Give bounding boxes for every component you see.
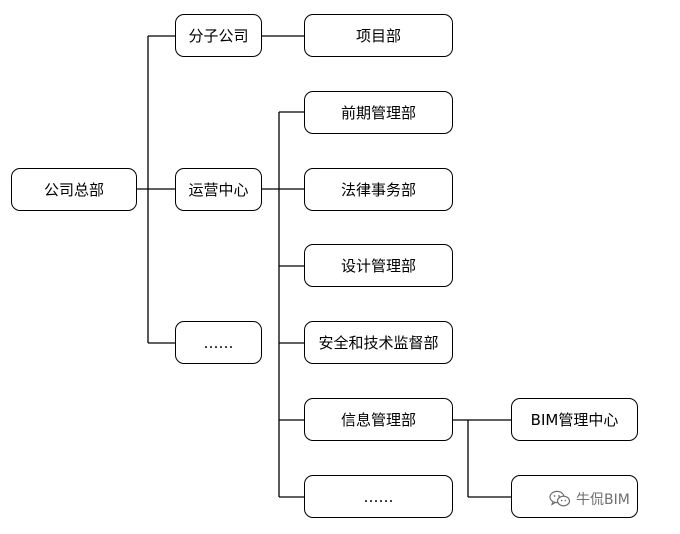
node-more-level2: ……	[304, 475, 453, 518]
node-more-level3	[511, 475, 638, 518]
node-early-stage-mgmt: 前期管理部	[304, 91, 453, 134]
node-label: 安全和技术监督部	[318, 334, 439, 352]
node-legal-affairs: 法律事务部	[304, 168, 453, 211]
node-project-dept: 项目部	[304, 14, 453, 57]
node-safety-tech-supervision: 安全和技术监督部	[304, 321, 453, 364]
node-company-hq: 公司总部	[11, 168, 137, 211]
node-label: 公司总部	[43, 181, 104, 199]
node-operations-center: 运营中心	[175, 168, 262, 211]
node-info-mgmt: 信息管理部	[304, 398, 453, 441]
node-label: 法律事务部	[340, 181, 416, 199]
node-label: 信息管理部	[340, 411, 416, 429]
wechat-icon	[549, 490, 571, 507]
node-label: ……	[203, 333, 234, 352]
node-label: 设计管理部	[340, 257, 416, 275]
node-label: 项目部	[355, 27, 401, 45]
node-label: 分子公司	[188, 27, 249, 45]
watermark: 牛侃BIM	[549, 488, 630, 510]
node-label: BIM管理中心	[530, 411, 619, 429]
node-more-level1: ……	[175, 321, 262, 364]
node-label: 运营中心	[188, 181, 249, 199]
node-design-mgmt: 设计管理部	[304, 244, 453, 287]
node-subsidiary: 分子公司	[175, 14, 262, 57]
node-label: 前期管理部	[340, 104, 416, 122]
node-bim-center: BIM管理中心	[511, 398, 638, 441]
node-label: ……	[363, 487, 394, 506]
watermark-text: 牛侃BIM	[576, 492, 630, 508]
